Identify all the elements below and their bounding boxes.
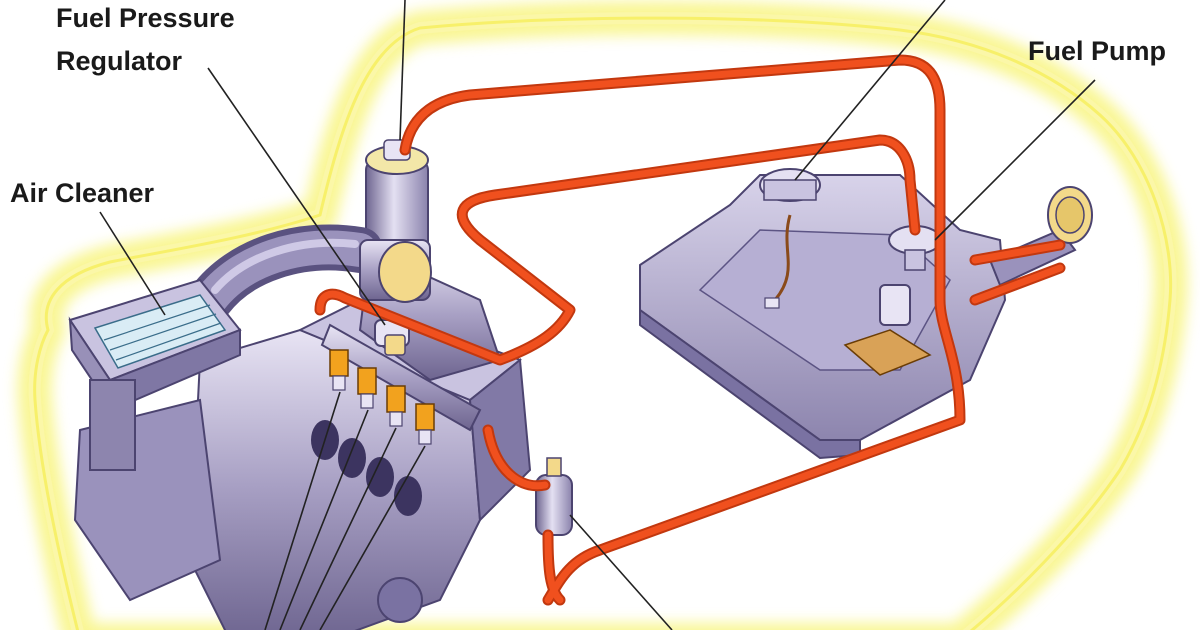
label-air-cleaner: Air Cleaner [10, 178, 155, 208]
label-fuel-pressure-regulator-line2: Regulator [56, 46, 183, 76]
intake-hose [187, 224, 383, 323]
injector-3 [386, 385, 406, 427]
air-cleaner-box [68, 278, 242, 471]
injector-2 [357, 367, 377, 409]
leader-top-right [794, 0, 946, 181]
label-fuel-pump: Fuel Pump [1028, 36, 1166, 66]
fuel-level-sender [759, 168, 821, 309]
leader-lines [99, 0, 1096, 630]
fuel-lines [314, 54, 1066, 606]
injector-4 [415, 403, 435, 445]
leader-injector-3 [299, 427, 397, 630]
leader-injector-4 [319, 445, 426, 630]
label-fuel-pressure-regulator-line1: Fuel Pressure [56, 3, 235, 33]
throttle-body [359, 239, 432, 303]
fuel-pump [843, 225, 942, 376]
injector-1 [329, 349, 349, 391]
leader-fuel-pump [934, 79, 1096, 241]
fuel-filter [535, 457, 573, 536]
labels: Fuel Pressure Regulator Air Cleaner Fuel… [10, 3, 1166, 208]
fuel-injectors [329, 349, 435, 445]
fuel-rail [320, 323, 482, 432]
leader-injector-2 [279, 409, 369, 630]
fuel-pressure-regulator [374, 319, 410, 356]
leader-air-cleaner [99, 211, 166, 316]
leader-fuel-pressure-regulator [207, 67, 386, 326]
leader-fuel-filter [569, 514, 673, 630]
leader-top-left [399, 0, 406, 141]
fuel-tank [639, 174, 1093, 460]
leader-injector-1 [264, 391, 341, 630]
